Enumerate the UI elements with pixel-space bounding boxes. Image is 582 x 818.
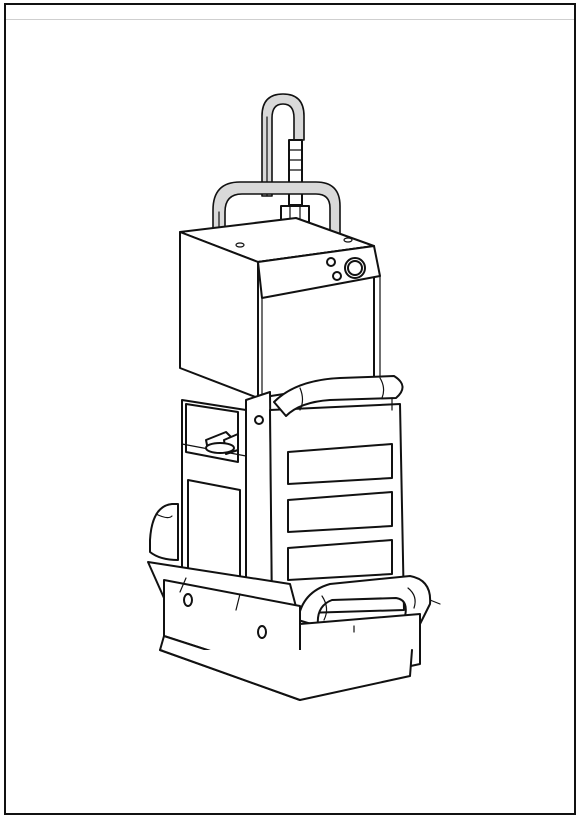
- control-knob: [344, 257, 366, 279]
- side-grab-handle: [149, 503, 179, 561]
- vent-slot: [287, 539, 393, 581]
- front-grab-handle-upper: [273, 375, 404, 417]
- base-frame: [147, 561, 421, 701]
- upper-housing: [179, 217, 381, 399]
- vent-slot: [287, 491, 393, 533]
- adjusting-knob: [205, 431, 239, 455]
- header-rule: [6, 19, 574, 20]
- cable-sleeve: [288, 139, 303, 206]
- indicator-light-upper: [326, 257, 336, 267]
- lower-left-housing: [181, 399, 247, 591]
- indicator-light-lower: [332, 271, 342, 281]
- vent-slot: [287, 443, 393, 485]
